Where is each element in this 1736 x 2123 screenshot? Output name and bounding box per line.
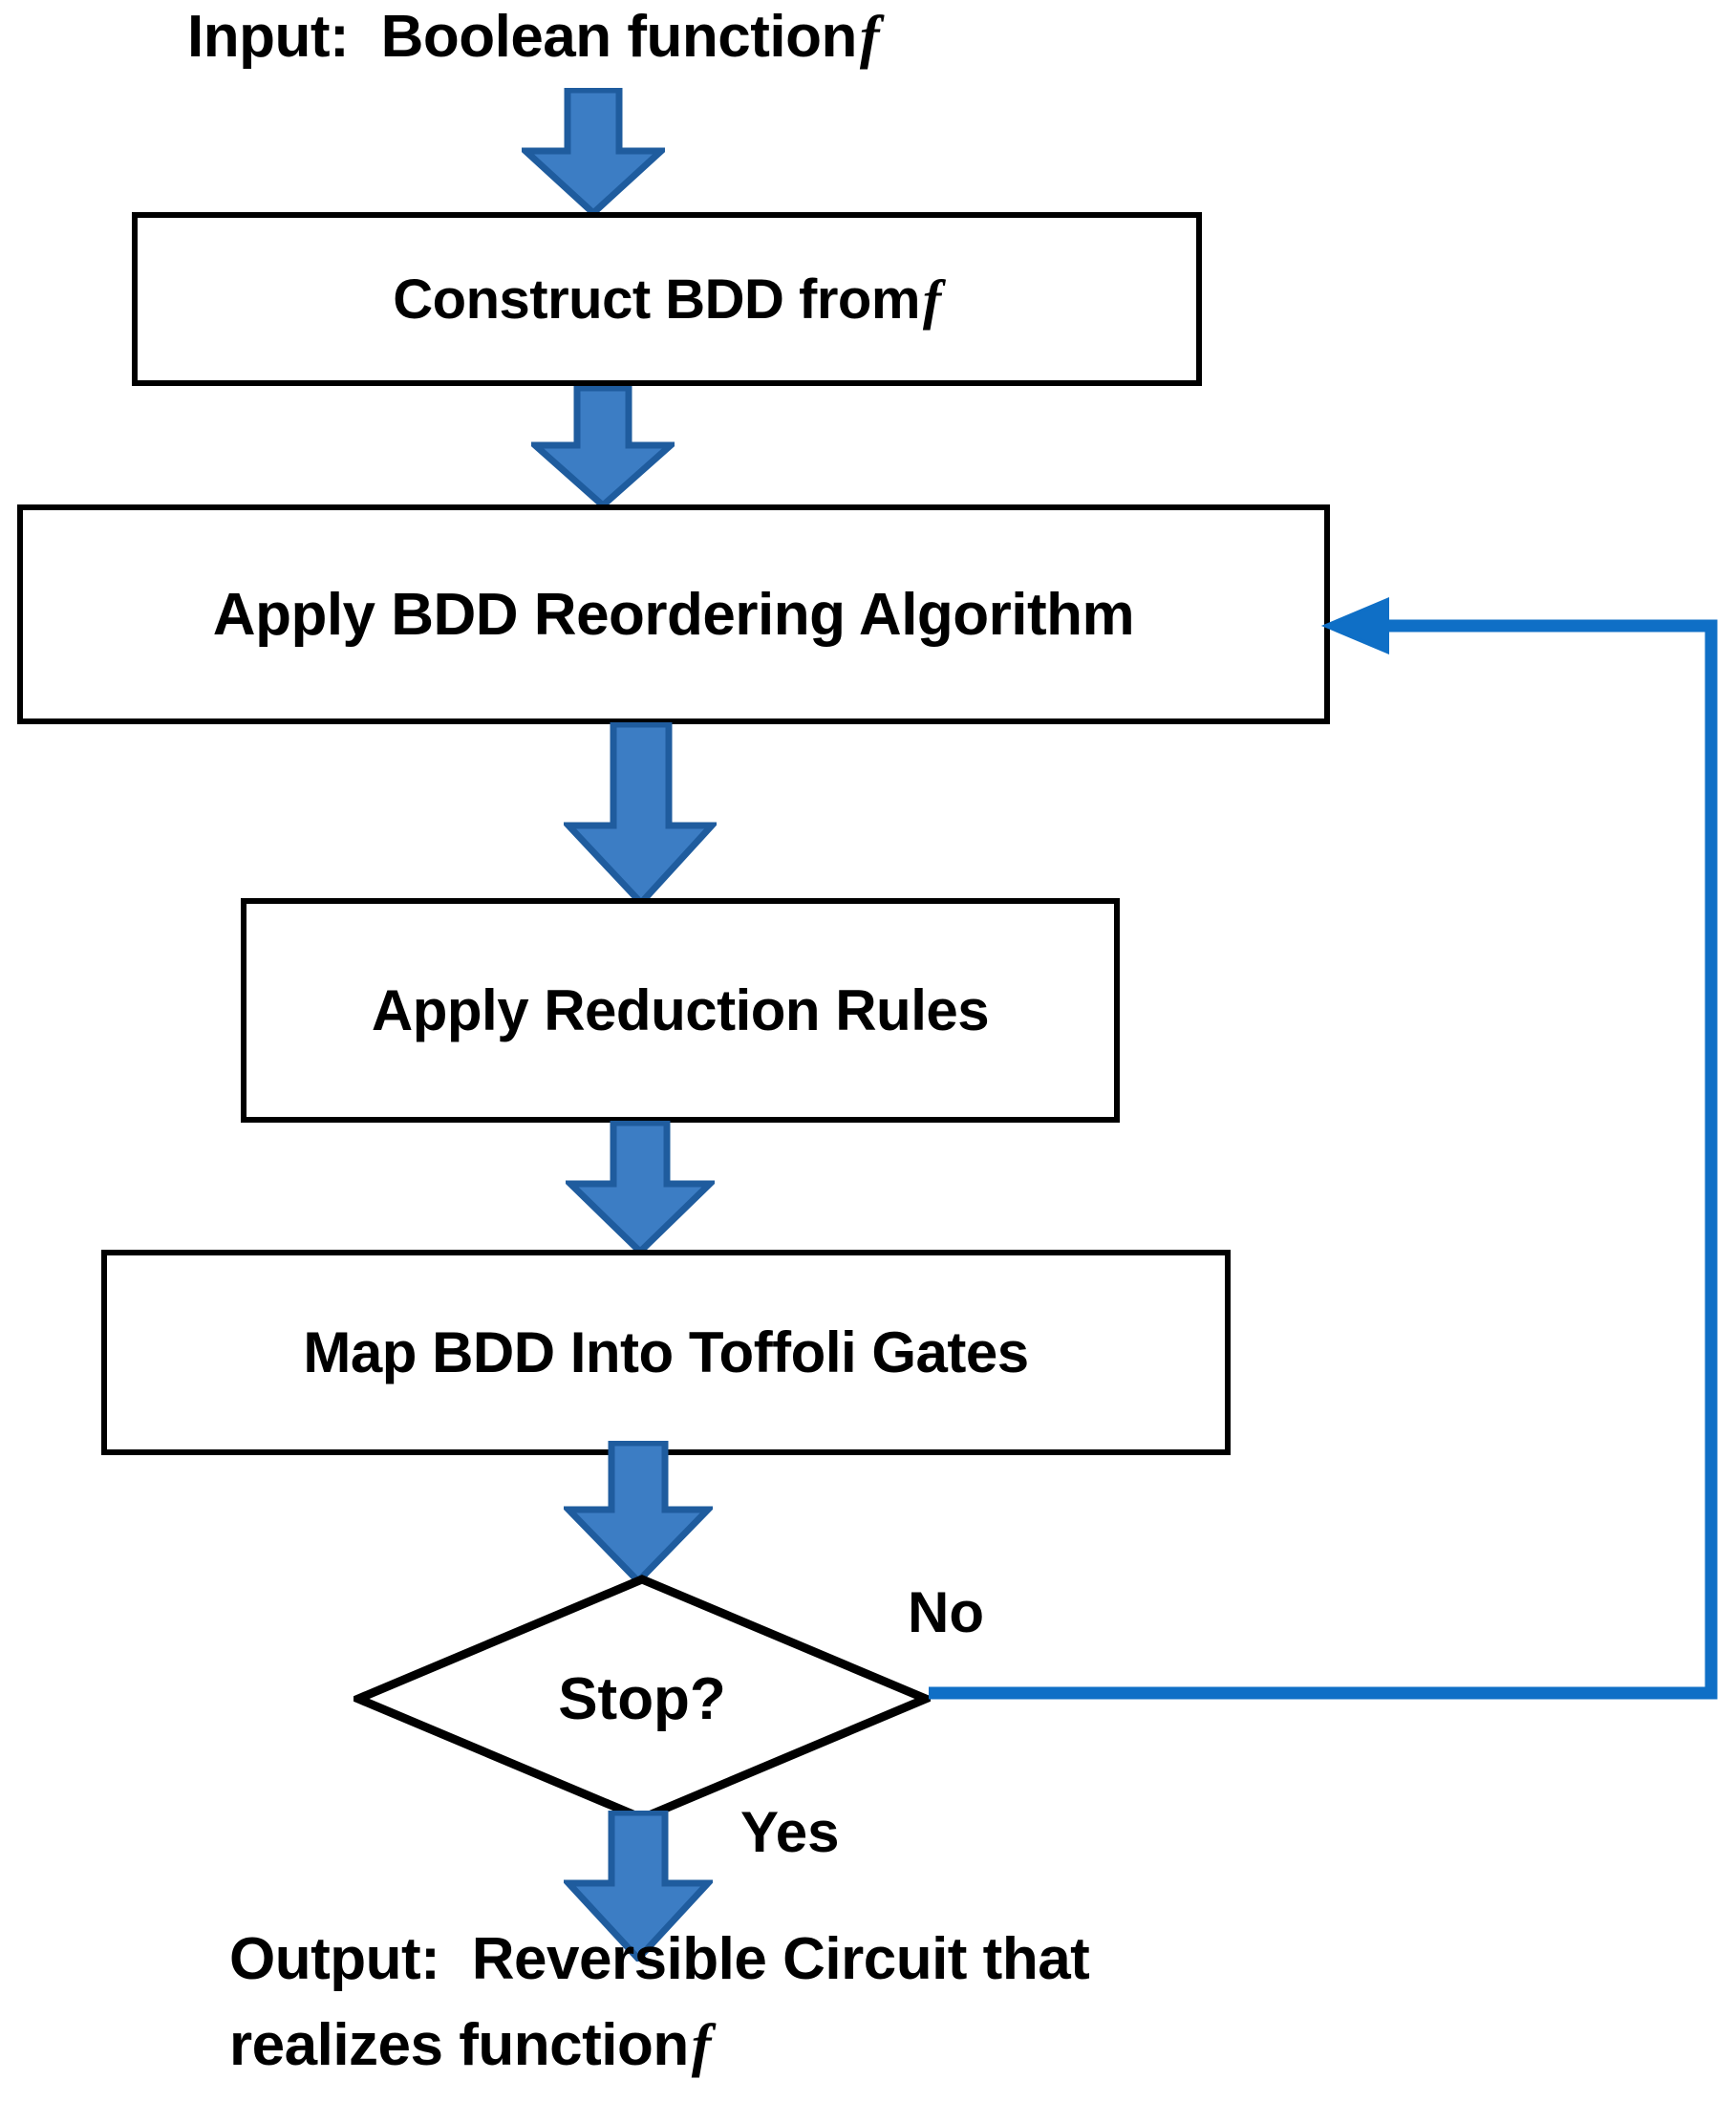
construct-bdd-label-text: Construct BDD from: [393, 268, 920, 331]
arrow-decision-yes-to-output: [564, 1811, 713, 1962]
output-text-line1: Output: Reversible Circuit that: [229, 1926, 1090, 1992]
process-label-map-toffoli: Map BDD Into Toffoli Gates: [303, 1320, 1029, 1384]
edge-label-yes: Yes: [740, 1800, 840, 1864]
arrow-reduce-to-map: [566, 1121, 715, 1254]
output-text-line2: realizes functionf: [229, 2012, 711, 2079]
edge-label-no: No: [908, 1580, 984, 1644]
arrow-input-to-construct: [522, 88, 665, 216]
decision-diamond-stop[interactable]: Stop?: [354, 1575, 931, 1823]
input-text-label: Input: Boolean function: [187, 4, 857, 70]
process-label-reorder: Apply BDD Reordering Algorithm: [212, 581, 1135, 648]
arrow-construct-to-reorder: [531, 386, 675, 508]
output-line2-label: realizes function: [229, 2012, 689, 2078]
process-label-reduce: Apply Reduction Rules: [371, 978, 990, 1042]
output-line1-label: Output: Reversible Circuit that: [229, 1926, 1090, 1992]
process-box-construct-bdd[interactable]: Construct BDD fromf: [132, 212, 1202, 386]
process-box-reorder[interactable]: Apply BDD Reordering Algorithm: [17, 504, 1330, 724]
process-box-reduce[interactable]: Apply Reduction Rules: [241, 898, 1120, 1123]
input-function-symbol: f: [859, 5, 880, 70]
arrow-map-to-decision: [564, 1441, 713, 1584]
output-function-symbol: f: [691, 2013, 712, 2078]
process-label-construct-bdd: Construct BDD fromf: [393, 268, 941, 332]
input-text: Input: Boolean functionf: [187, 4, 880, 71]
process-box-map-toffoli[interactable]: Map BDD Into Toffoli Gates: [101, 1250, 1231, 1455]
construct-bdd-function-symbol: f: [922, 268, 941, 331]
arrow-reorder-to-reduce: [564, 722, 717, 906]
